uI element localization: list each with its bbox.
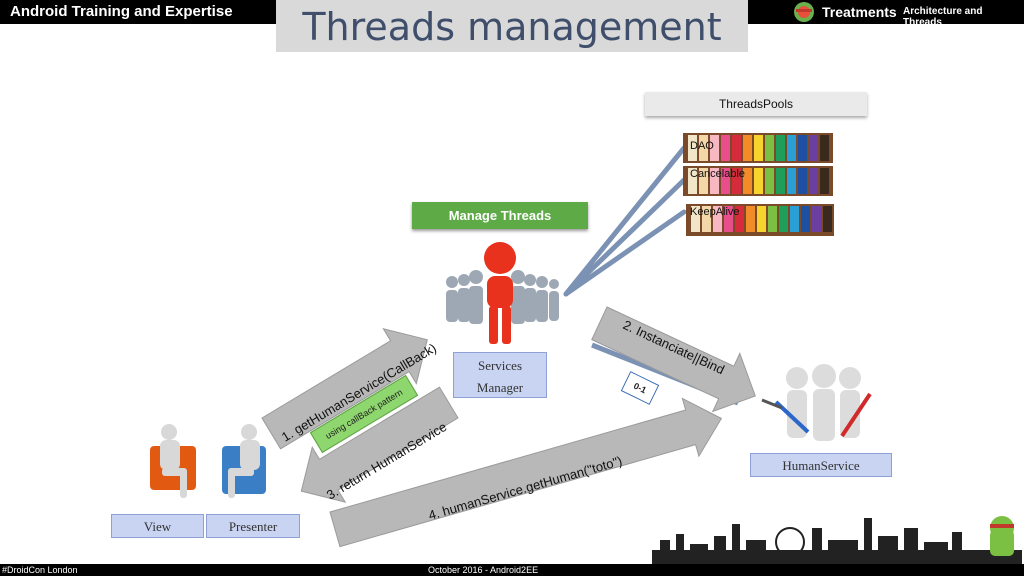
thread-spool-icon	[743, 168, 752, 194]
thread-spool-icon	[812, 206, 821, 232]
services-manager-line1: Services	[477, 358, 523, 373]
thread-spool-icon	[721, 168, 730, 194]
services-manager-line2: Manager	[476, 380, 524, 395]
thread-spool-icon	[776, 135, 785, 161]
human-service-label: HumanService	[750, 453, 892, 477]
header-left-title: Android Training and Expertise	[10, 3, 233, 20]
thread-spool-icon	[809, 168, 818, 194]
thread-spool-icon	[787, 135, 796, 161]
view-figure-icon	[150, 424, 196, 498]
thread-spool-icon	[688, 168, 697, 194]
footer-center-text: October 2016 - Android2EE	[428, 565, 539, 575]
thread-spool-icon	[776, 168, 785, 194]
thread-spool-icon	[691, 206, 700, 232]
thread-spool-icon	[743, 135, 752, 161]
presenter-figure-icon	[222, 424, 266, 498]
footer-left-text: #DroidCon London	[2, 565, 78, 575]
thread-spool-icon	[768, 206, 777, 232]
thread-spool-icon	[787, 168, 796, 194]
thread-spool-icon	[757, 206, 766, 232]
brand-logo-icon	[794, 2, 814, 22]
android-mascot-icon	[990, 516, 1014, 556]
thread-spool-icon	[735, 206, 744, 232]
arrow-step3	[300, 386, 459, 503]
pool-connector-dao	[563, 145, 687, 297]
thread-spool-icon	[809, 135, 818, 161]
pool-label-dao: DAO	[690, 140, 714, 152]
manager-figure-icon	[484, 242, 516, 344]
brand-subtitle: Architecture and Threads	[903, 6, 983, 28]
pool-label-cancelable: Cancelable	[690, 168, 746, 180]
pool-connector-cancelable	[563, 177, 687, 297]
thread-spool-icon	[798, 135, 807, 161]
brand-name: Treatments	[822, 4, 897, 20]
services-manager-label: Services Manager	[453, 352, 547, 398]
pool-label-keepalive: KeepAlive	[690, 206, 740, 218]
pool-connector-keepalive	[563, 209, 687, 297]
footer-bar: #DroidCon London October 2016 - Android2…	[0, 564, 1024, 576]
manage-threads-badge: Manage Threads	[412, 202, 588, 229]
thread-spool-icon	[713, 206, 722, 232]
presenter-label: Presenter	[206, 514, 300, 538]
slide-title: Threads management	[276, 0, 748, 52]
thread-spool-icon	[732, 168, 741, 194]
crowd-figures-icon	[446, 270, 559, 324]
thread-spool-icon	[688, 135, 697, 161]
thread-spool-icon	[801, 206, 810, 232]
london-skyline-icon	[652, 518, 1022, 564]
thread-spool-icon	[699, 168, 708, 194]
thread-spool-icon	[754, 135, 763, 161]
thread-spool-icon	[710, 135, 719, 161]
thread-spool-icon	[823, 206, 832, 232]
thread-spool-icon	[820, 135, 829, 161]
thread-spool-icon	[754, 168, 763, 194]
arrow-step4	[329, 397, 723, 548]
thread-spool-icon	[732, 135, 741, 161]
thread-spool-icon	[746, 206, 755, 232]
thread-spool-icon	[724, 206, 733, 232]
threadpools-title: ThreadsPools	[645, 92, 867, 116]
view-label: View	[111, 514, 204, 538]
thread-spool-icon	[798, 168, 807, 194]
thread-spool-icon	[699, 135, 708, 161]
arrow-step2	[591, 306, 756, 413]
thread-spool-icon	[702, 206, 711, 232]
header-left-bar: Android Training and Expertise	[0, 0, 276, 24]
thread-spool-icon	[765, 168, 774, 194]
arrow-step1	[261, 327, 428, 450]
thread-spool-icon	[710, 168, 719, 194]
thread-spool-icon	[790, 206, 799, 232]
thread-spool-icon	[721, 135, 730, 161]
thread-spool-icon	[765, 135, 774, 161]
thread-spool-icon	[820, 168, 829, 194]
workers-figure-icon	[761, 364, 872, 441]
thread-spool-icon	[779, 206, 788, 232]
